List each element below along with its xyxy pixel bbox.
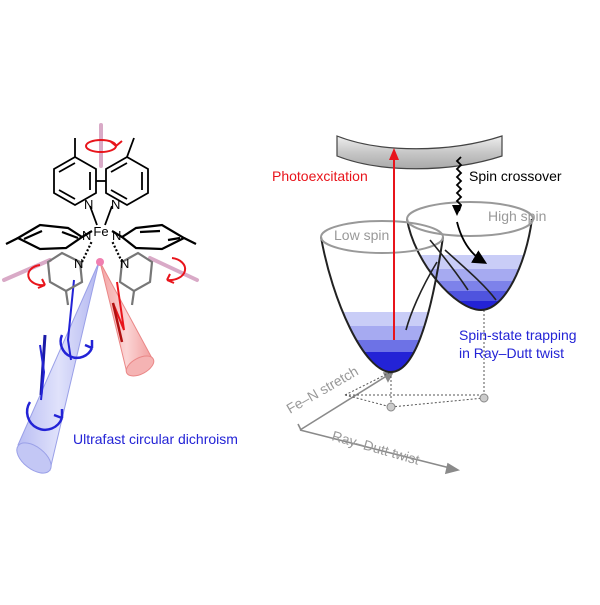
excitation-spot [96,258,104,266]
bipyridine-left [5,223,93,306]
relaxation-arrow [456,221,488,264]
energy-diagram: Photoexcitation Spin crossover Low spin … [272,135,577,475]
ultrafast-cd-label: Ultrafast circular dichroism [73,431,238,447]
trapping-label-line2: in Ray–Dutt twist [459,345,564,361]
n-atom-label: N [111,197,120,212]
spin-crossover-label: Spin crossover [469,168,562,184]
photoexcitation-arrow [389,148,399,340]
axes [297,371,461,475]
photoexcitation-label: Photoexcitation [272,168,368,184]
low-spin-minimum-marker [386,402,396,412]
crossing-paths [405,239,497,331]
n-atom-label: N [120,256,129,271]
n-atom-label: N [82,228,91,243]
high-spin-label: High spin [488,208,546,224]
rotation-arrow-icon [27,139,187,289]
pump-beam [99,261,155,377]
low-spin-label: Low spin [334,227,389,243]
probe-beam [16,261,100,474]
excited-state-band [336,135,503,170]
n-atom-label: N [74,256,83,271]
fe-atom-label: Fe [93,224,108,239]
n-atom-label: N [112,228,121,243]
trapping-label-line1: Spin-state trapping [459,327,577,343]
circular-arrow-icon [25,334,94,431]
low-spin-well [320,220,444,374]
spin-crossover-arrow [452,156,463,216]
high-spin-minimum-marker [479,393,489,403]
ray-dutt-twist-axis-label: Ray–Dutt twist [330,428,421,468]
bipyridine-top [53,137,149,226]
bipyridine-right [111,223,197,306]
n-atom-label: N [84,197,93,212]
fe-n-stretch-axis-label: Fe–N stretch [284,363,361,417]
molecule-panel: Fe N N N N N N Ultrafast circular dichro… [2,123,238,474]
projection-lines [344,310,485,408]
rotation-axes [2,123,199,282]
